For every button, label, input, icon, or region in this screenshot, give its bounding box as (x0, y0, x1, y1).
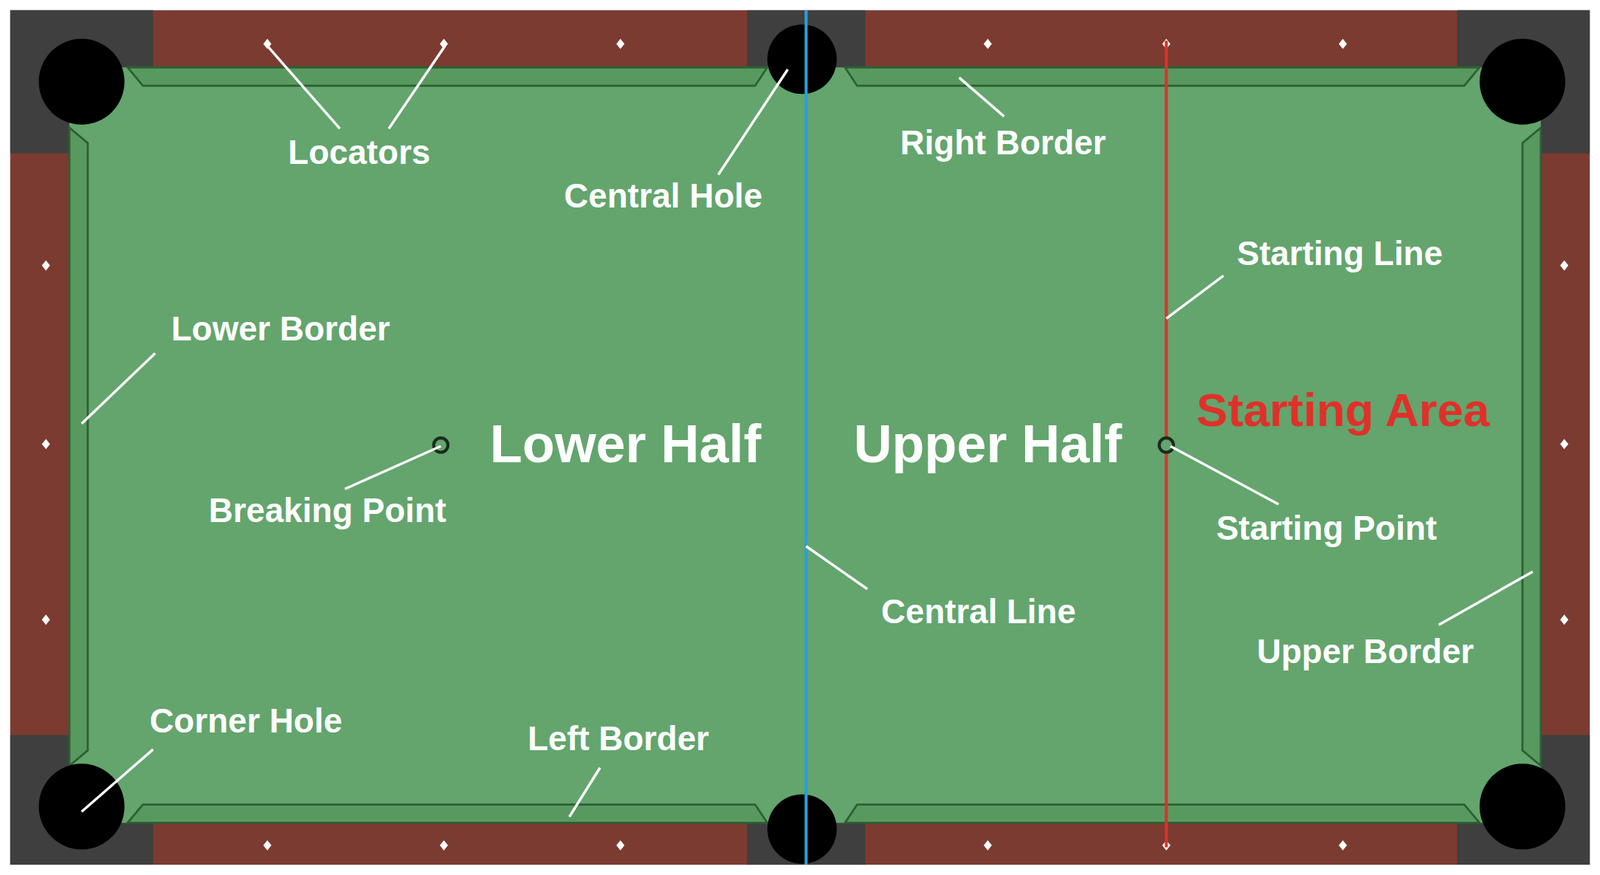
locator (1338, 839, 1347, 851)
callout-label: Upper Border (1256, 633, 1474, 668)
callout-label: Left Border (527, 721, 710, 755)
callout-label: Central Line (881, 594, 1077, 629)
callout-label: Starting Point (1216, 510, 1437, 545)
locator (1560, 260, 1569, 271)
locator (1560, 439, 1569, 450)
callout-label: Starting Line (1236, 236, 1443, 271)
locator (439, 839, 448, 851)
callout-label: Locators (287, 135, 431, 170)
breaking-point (433, 437, 448, 452)
locator (42, 260, 51, 271)
region-label: Upper Half (853, 417, 1123, 471)
locator (616, 839, 625, 851)
callout-label: Central Hole (563, 179, 763, 214)
locator (42, 439, 51, 450)
locator (42, 614, 51, 625)
pocket-housings (10, 10, 1590, 865)
holes (39, 24, 1566, 864)
callout-label: Lower Border (171, 311, 391, 346)
locator (616, 39, 625, 50)
locator (983, 39, 992, 50)
region-label: Starting Area (1196, 385, 1490, 434)
leader-lines (81, 45, 1533, 817)
central-line (804, 10, 808, 865)
rail (10, 10, 1590, 865)
locator (983, 839, 992, 851)
region-label: Lower Half (490, 417, 762, 471)
locator (1338, 39, 1347, 50)
locator (263, 839, 272, 851)
callout-label: Breaking Point (208, 493, 447, 528)
starting-point (1159, 437, 1174, 452)
callout-label: Right Border (900, 126, 1107, 161)
locator (1560, 614, 1569, 625)
callout-label: Corner Hole (149, 703, 343, 738)
